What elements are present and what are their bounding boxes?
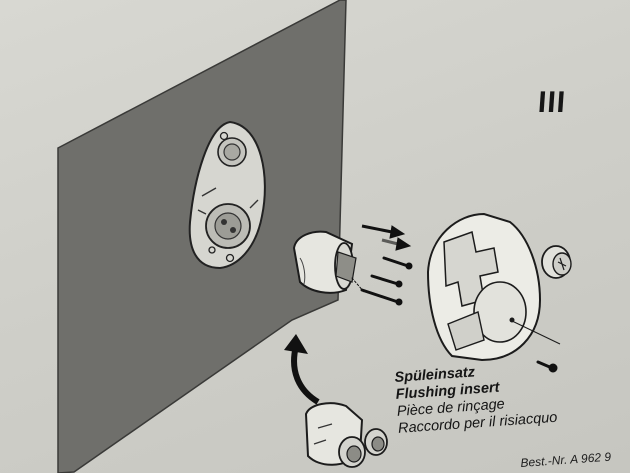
valve-body-part: [304, 402, 388, 468]
small-screw: [536, 360, 558, 373]
wall-opening: [188, 120, 266, 270]
insertion-arrow: [284, 334, 320, 405]
flushing-insert-part: [292, 230, 357, 294]
screws: [351, 256, 413, 306]
section-number: III: [536, 86, 568, 119]
part-caption: Spüleinsatz Flushing insert Pièce de rin…: [394, 359, 558, 438]
assembly-direction-arrows: [361, 224, 412, 251]
cover-housing-part: [426, 212, 561, 362]
cap-plug-part: [541, 245, 572, 279]
